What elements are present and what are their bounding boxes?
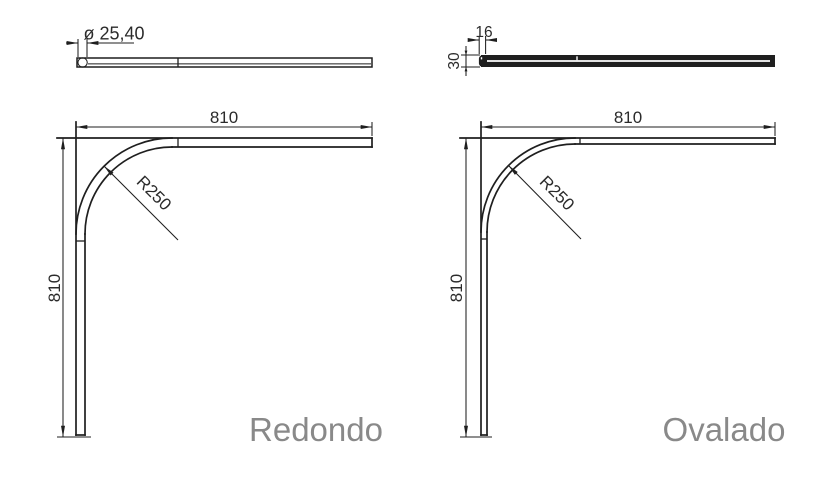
ovalado-label: Ovalado <box>663 411 786 448</box>
radius-dimension: R250 <box>103 165 179 241</box>
radius-dimension: R250 <box>508 165 582 240</box>
height-value: 810 <box>45 274 64 302</box>
radius-value: R250 <box>133 172 175 214</box>
height-value: 810 <box>447 274 466 302</box>
ovalado-tube-side-view: 16 30 <box>446 24 775 76</box>
oval-width-value: 16 <box>475 24 492 41</box>
diameter-dimension: ø 25,40 <box>66 24 145 57</box>
oval-end-highlight <box>480 57 483 60</box>
diameter-value: ø 25,40 <box>83 24 144 44</box>
redondo-tube-side-view: ø 25,40 <box>66 24 373 68</box>
width-value: 810 <box>614 108 642 127</box>
round-tube-end-circle <box>77 57 88 68</box>
redondo-rail-view: 810 810 R250 <box>45 108 373 438</box>
radius-value: R250 <box>536 172 578 214</box>
height-dimension: 810 <box>45 138 91 438</box>
oval-height-value: 30 <box>446 52 463 70</box>
oval-tube-end-profile <box>478 55 486 67</box>
arrowhead <box>464 50 468 56</box>
oval-width-dimension: 16 <box>467 24 498 54</box>
radius-leader-line <box>508 165 582 240</box>
ovalado-rail-view: 810 810 R250 <box>447 108 776 438</box>
arrowhead <box>464 66 468 72</box>
height-dimension: 810 <box>447 138 492 438</box>
redondo-figure: ø 25,40 810 810 <box>45 24 383 449</box>
width-value: 810 <box>210 108 238 127</box>
width-dimension: 810 <box>481 108 776 136</box>
width-dimension: 810 <box>76 108 373 136</box>
ovalado-figure: 16 30 <box>446 24 785 448</box>
redondo-label: Redondo <box>249 411 383 448</box>
round-tube-bar <box>76 57 373 68</box>
radius-leader-line <box>103 165 179 241</box>
oval-height-dimension: 30 <box>446 46 480 76</box>
